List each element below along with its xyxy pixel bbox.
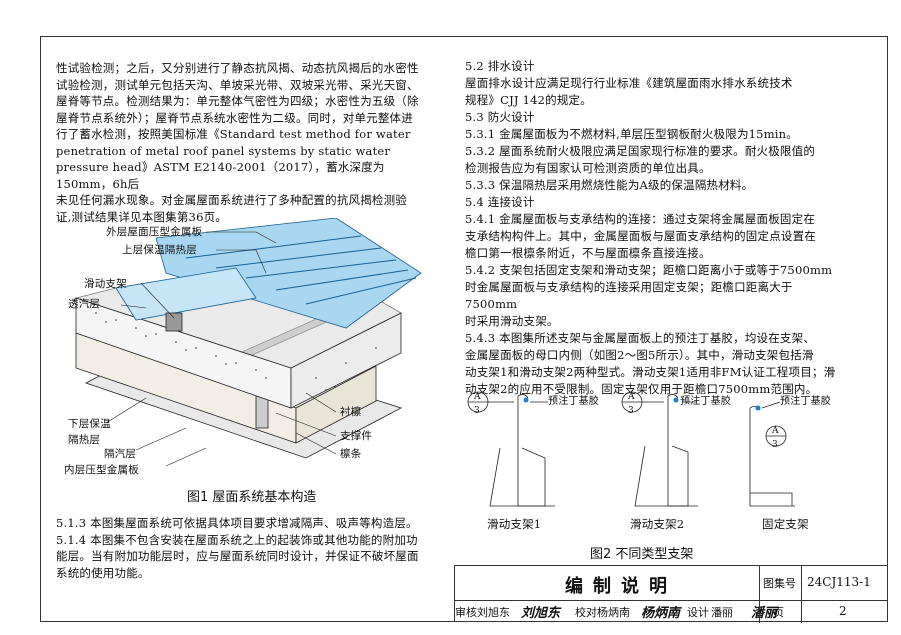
label-lower-insulation-2: 隔热层 (68, 434, 101, 446)
callout-a-2: A (628, 392, 635, 402)
text-line: 5.1.3 本图集屋面系统可依据具体项目要求增减隔声、吸声等构造层。 (56, 516, 418, 530)
text-line: 时金属屋面板与支承结构的连接采用固定支架；距檐口距离大于7500mm (465, 280, 793, 311)
text-line: 未见任何漏水现象。对金属屋面系统进行了多种配置的抗风揭检测验 (56, 193, 407, 207)
label-lower-insulation-1: 下层保温 (68, 418, 111, 430)
text-line: 屋脊等节点。检测结果为：单元整体气密性为四级；水密性为五级（除 (56, 94, 419, 108)
text-line: 屋面排水设计应满足现行行业标准《建筑屋面雨水排水系统技术 (465, 76, 793, 90)
butyl-label-1: 预注丁基胶 (548, 396, 599, 407)
callout-3-2: 3 (628, 406, 634, 416)
support-name-3: 固定支架 (762, 517, 809, 531)
text-line: 动支架2的应用不受限制。固定支架仅用于距檐口7500mm范围内。 (465, 382, 818, 396)
text-line: 金属屋面板的母口内侧（如图2～图5所示）。其中，滑动支架包括滑 (465, 348, 814, 362)
designer-name: 潘丽 (711, 606, 733, 619)
reviewer-signature: 刘旭东 (521, 606, 561, 621)
label-upper-insulation: 上层保温隔热层 (122, 244, 197, 256)
left-top-text: 性试验检测；之后，又分别进行了静态抗风揭、动态抗风揭后的水密性 试验检测，测试单… (56, 60, 438, 225)
text-line: 5.3.3 保温隔热层采用燃烧性能为A级的保温隔热材料。 (465, 178, 754, 192)
text-line: 5.4.3 本图集所述支架与金属屋面板上的预注丁基胶，均设在支架、 (465, 331, 816, 345)
label-purlin: 檩条 (340, 448, 362, 460)
text-line: 5.4.2 支架包括固定支架和滑动支架；距檐口距离小于或等于7500mm (465, 263, 833, 277)
checker-name: 杨炳南 (597, 606, 630, 619)
text-line: penetration of metal roof panel systems … (56, 143, 391, 158)
support-name-1: 滑动支架1 (487, 517, 542, 531)
text-line: 5.3.2 屋面系统耐火极限应满足国家现行标准的要求。耐火极限值的 (465, 144, 816, 158)
text-line: 5.4 连接设计 (465, 195, 535, 209)
title-block: 编制说明 图集号 24CJ113-1 审核 刘旭东 刘旭东 校对 杨炳南 杨炳南… (454, 565, 888, 623)
page-number: 2 (839, 604, 847, 618)
label-outer-panel: 外层屋面压型金属板 (106, 226, 203, 238)
label-vapor-permeable: 透汽层 (68, 298, 101, 310)
text-line: 屋脊节点系统外）；屋脊节点系统水密性为二级。同时，对单元整体进 (56, 110, 413, 125)
callout-a-3: A (772, 426, 779, 436)
callout-a-1: A (474, 392, 481, 402)
title-row: 编制说明 图集号 24CJ113-1 (455, 566, 888, 601)
text-line: 5.3.1 金属屋面板为不燃材料,单层压型钢板耐火极限为15min。 (465, 127, 798, 141)
text-line: 行了蓄水检测，按照美国标准《Standard test method for w… (56, 127, 411, 141)
text-line: 能层。当有附加功能层时，应与屋面系统同时设计，并保证不破坏屋面 (56, 549, 419, 563)
support-types-diagram (467, 391, 795, 507)
text-line: 试验检测，测试单元包括天沟、单坡采光带、双坡采光带、采光天窗、 (56, 77, 419, 92)
designer-signature: 潘丽 (751, 606, 778, 621)
design-label: 设计 (687, 606, 709, 619)
text-line: 檐口第一根檩条附近，不与屋面檩条直接连接。 (465, 246, 711, 260)
label-inner-panel: 内层压型金属板 (64, 464, 139, 476)
text-line: 支承结构构件上。其中，金属屋面板与屋面支承结构的固定点设置在 (465, 229, 816, 243)
page-frame (40, 36, 888, 622)
review-label: 审核 (455, 606, 477, 619)
figure2-caption: 图2 不同类型支架 (590, 547, 694, 562)
callout-3-3: 3 (772, 440, 778, 450)
text-line: 动支架1和滑动支架2两种型式。滑动支架1适用非FM认证工程项目；滑 (465, 365, 836, 379)
butyl-label-2: 预注丁基胶 (680, 396, 731, 407)
butyl-label-3: 预注丁基胶 (780, 396, 831, 407)
atlas-number: 24CJ113-1 (807, 575, 871, 589)
support-name-2: 滑动支架2 (630, 517, 685, 531)
label-vapor-barrier: 隔汽层 (104, 448, 137, 460)
label-sliding-support: 滑动支架 (84, 278, 127, 290)
right-column-text: 5.2 排水设计 屋面排水设计应满足现行行业标准《建筑屋面雨水排水系统技术 规程… (465, 58, 843, 398)
callout-3-1: 3 (474, 406, 480, 416)
check-label: 校对 (575, 606, 597, 619)
text-line: 系统的使用功能。 (56, 565, 150, 580)
figure1-caption: 图1 屋面系统基本构造 (187, 490, 317, 505)
text-line: 检测报告应为有国家认可检测资质的单位出具。 (465, 161, 711, 175)
left-bottom-text: 5.1.3 本图集屋面系统可依据具体项目要求增减隔声、吸声等构造层。 5.1.4… (56, 515, 438, 581)
text-line: 时采用滑动支架。 (465, 314, 559, 328)
text-line: pressure head》ASTM E2140-2001（2017），蓄水深度… (56, 160, 385, 191)
label-purlin-pad: 衬檩 (340, 406, 362, 418)
text-line: 性试验检测；之后，又分别进行了静态抗风揭、动态抗风揭后的水密性 (56, 61, 419, 75)
checker-signature: 杨炳南 (641, 606, 681, 621)
roof-system-diagram (74, 218, 422, 467)
reviewer-name: 刘旭东 (477, 606, 510, 619)
text-line: 5.1.4 本图集不包含安装在屋面系统之上的起装饰或其他功能的附加功 (56, 532, 418, 547)
document-title: 编制说明 (565, 576, 677, 597)
page-label: 页 (773, 606, 784, 619)
text-line: 5.2 排水设计 (465, 59, 535, 73)
label-support-member: 支撑件 (340, 430, 373, 442)
text-line: 证,测试结果详见本图集第36页。 (56, 209, 227, 224)
text-line: 5.4.1 金属屋面板与支承结构的连接：通过支架将金属屋面板固定在 (465, 212, 816, 226)
atlas-number-label: 图集号 (763, 577, 796, 590)
text-line: 规程》CJJ 142的规定。 (465, 93, 592, 107)
text-line: 5.3 防火设计 (465, 110, 535, 124)
